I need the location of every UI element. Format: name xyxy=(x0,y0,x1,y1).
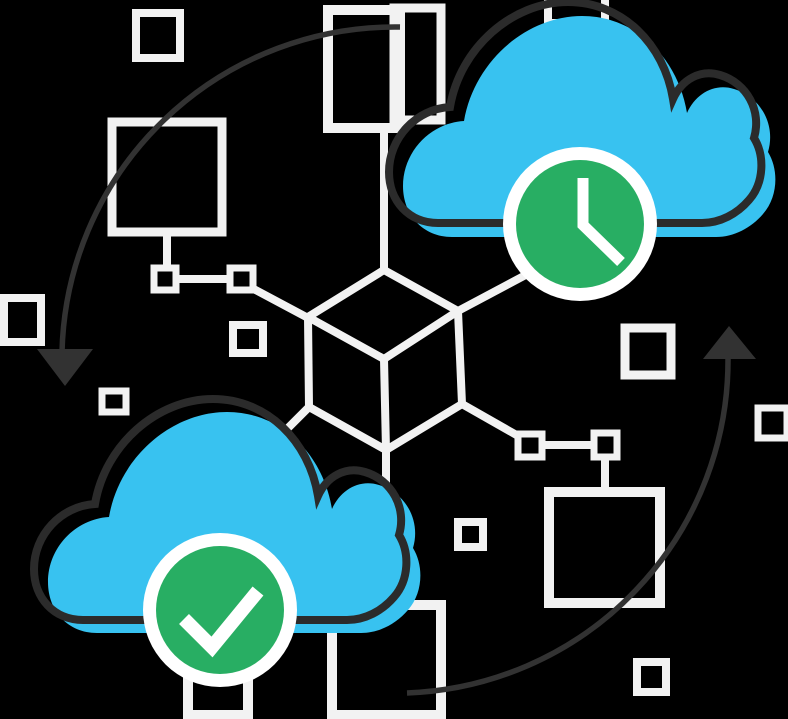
decor-square xyxy=(454,518,487,551)
clock-badge xyxy=(503,147,657,301)
cube-icon xyxy=(303,265,467,455)
checkmark-icon xyxy=(179,586,264,658)
node-square xyxy=(514,430,546,461)
decor-square xyxy=(323,5,405,133)
node-square xyxy=(226,264,257,294)
decor-square xyxy=(107,117,227,237)
check-badge xyxy=(143,533,297,687)
sync-arc-right xyxy=(406,356,731,696)
decor-square xyxy=(633,658,670,696)
node-square xyxy=(150,264,180,294)
clock-icon xyxy=(577,178,625,266)
decor-square xyxy=(229,321,267,357)
connector-line xyxy=(460,400,522,441)
sync-cycle xyxy=(59,24,731,696)
decor-square xyxy=(620,323,676,380)
node-square xyxy=(590,429,621,461)
sync-arc-left xyxy=(59,24,401,353)
arrow-down-icon xyxy=(37,349,93,386)
arrow-up-icon xyxy=(703,326,756,359)
decor-square xyxy=(98,387,130,416)
decor-square xyxy=(754,404,788,442)
decor-square xyxy=(132,9,184,62)
decor-square xyxy=(544,487,665,608)
connector-line xyxy=(248,283,312,323)
check-badge-circle xyxy=(156,546,284,674)
decor-square xyxy=(0,294,45,346)
sync-arrowheads xyxy=(37,326,756,386)
